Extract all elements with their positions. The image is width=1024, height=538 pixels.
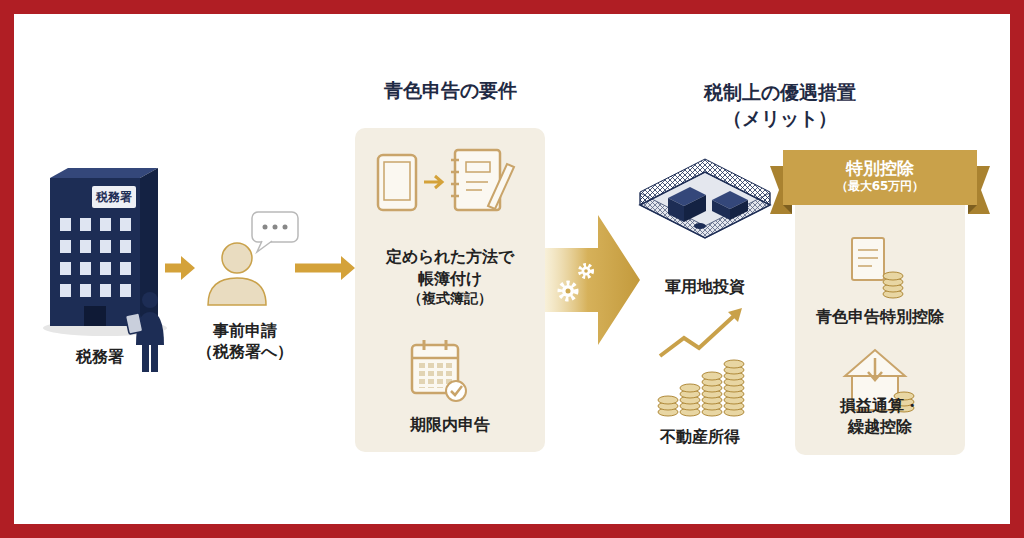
staff-with-tablet [125, 313, 143, 334]
application-node: 事前申請 （税務署へ） [195, 205, 295, 365]
staff-with-tablet [151, 344, 158, 372]
tax-office-building [50, 168, 158, 178]
calendar-icon [424, 340, 446, 350]
bookkeeping-item: 定められた方法で 帳簿付け（複式簿記） [360, 148, 540, 310]
applicant-person [208, 278, 266, 305]
document-coins-icon [852, 238, 903, 298]
tax-office-building [140, 168, 158, 326]
notebook-icon [466, 162, 490, 172]
gear-icons [582, 267, 591, 276]
calendar-icon [412, 340, 466, 401]
coin-growth-icon [660, 314, 736, 356]
gear-icons [562, 285, 574, 297]
small-arrow [424, 176, 442, 188]
gear-icons [560, 265, 592, 299]
node-text: 不動産所得 [660, 426, 740, 448]
applicant-person [222, 243, 252, 273]
tax-office-building [92, 186, 136, 208]
flow-arrow-large [545, 215, 640, 345]
speech-bubble [283, 225, 288, 230]
deduction-item: 青色申告特別控除 [805, 230, 955, 330]
notebook-icon [451, 160, 459, 196]
staff-with-tablet [125, 292, 164, 372]
speech-bubble [263, 225, 268, 230]
ribbon-heading: 特別控除（最大65万円） [795, 150, 965, 202]
small-arrow [424, 176, 442, 188]
special-deduction-ribbon [783, 205, 792, 214]
tablet-icon [384, 162, 410, 200]
staff-with-tablet [142, 344, 149, 372]
speech-bubble [252, 212, 298, 252]
node-text: 青色申告特別控除 [816, 306, 944, 328]
coin-growth-icon [702, 372, 722, 380]
speech-bubble [257, 241, 272, 252]
speech-bubble [252, 212, 298, 242]
calendar-icon [446, 381, 466, 401]
tax-office-building [50, 178, 140, 326]
coin-growth-icon [728, 308, 742, 322]
tablet-icon [378, 155, 416, 210]
coin-growth-icon [658, 396, 678, 404]
calendar-icon [451, 386, 462, 395]
gear-icons [566, 289, 571, 294]
document-coins-icon [883, 272, 903, 280]
house-coins-icon [868, 358, 882, 380]
notebook-icon [466, 182, 488, 190]
requirements-panel: 青色申告の要件定められた方法で 帳簿付け（複式簿記）期限内申告 [355, 128, 545, 452]
node-text: 損益通算・繰越控除 [809, 395, 951, 438]
node-text: 青色申告の要件 [355, 78, 545, 104]
military-land-icon [640, 193, 770, 238]
military-land-icon [684, 195, 706, 222]
node-subtext: （複式簿記） [408, 289, 492, 308]
node-text: 事前申請 （税務署へ） [197, 320, 293, 363]
military-land-icon [712, 200, 730, 220]
coin-growth-icon [724, 360, 744, 368]
panel-background [355, 128, 545, 452]
military-land-node: 軍用地投資 [640, 160, 770, 300]
special-deduction-ribbon [783, 150, 977, 205]
node-text: 税務署 [76, 346, 124, 368]
military-land-icon [730, 200, 748, 220]
tax-office-building [43, 168, 167, 336]
document-coins-icon [852, 238, 884, 280]
document-coins-icon [858, 250, 878, 266]
flow-arrow [295, 256, 355, 280]
notebook-icon [451, 150, 514, 210]
node-text: 特別控除 [846, 158, 914, 179]
special-deduction-ribbon [968, 205, 977, 214]
special-deduction-ribbon [770, 150, 990, 214]
notebook-icon [488, 164, 514, 209]
deduction-box: 特別控除（最大65万円）青色申告特別控除損益通算・繰越控除 [795, 180, 965, 455]
deadline-item: 期限内申告 [360, 328, 540, 438]
military-land-icon [668, 198, 684, 222]
speech-bubble [273, 225, 278, 230]
node-text: 定められた方法で 帳簿付け [364, 246, 536, 289]
calendar-icon [412, 357, 458, 360]
gear-icons [560, 283, 576, 299]
coin-growth-icon [658, 308, 744, 416]
gear-icons [580, 265, 592, 277]
node-subtext: （最大65万円） [836, 179, 925, 194]
flow-arrow [165, 256, 195, 280]
section-heading: 税制上の優遇措置 （メリット） [680, 80, 880, 131]
staff-with-tablet [142, 292, 158, 308]
coin-growth-icon [680, 384, 700, 392]
tax-office-building [58, 216, 136, 304]
tablet-icon [378, 155, 416, 210]
gear-icons [584, 269, 588, 273]
node-text: 期限内申告 [410, 414, 490, 436]
military-land-icon [640, 159, 770, 238]
military-land-icon [694, 223, 706, 229]
real-estate-node: 不動産所得 [650, 315, 750, 450]
panel-background [795, 180, 965, 455]
building-sign: 税務署 [92, 186, 136, 208]
node-text: 軍用地投資 [665, 276, 745, 298]
loss-offset-item: 損益通算・繰越控除 [805, 340, 955, 440]
tax-office-building [84, 306, 106, 326]
